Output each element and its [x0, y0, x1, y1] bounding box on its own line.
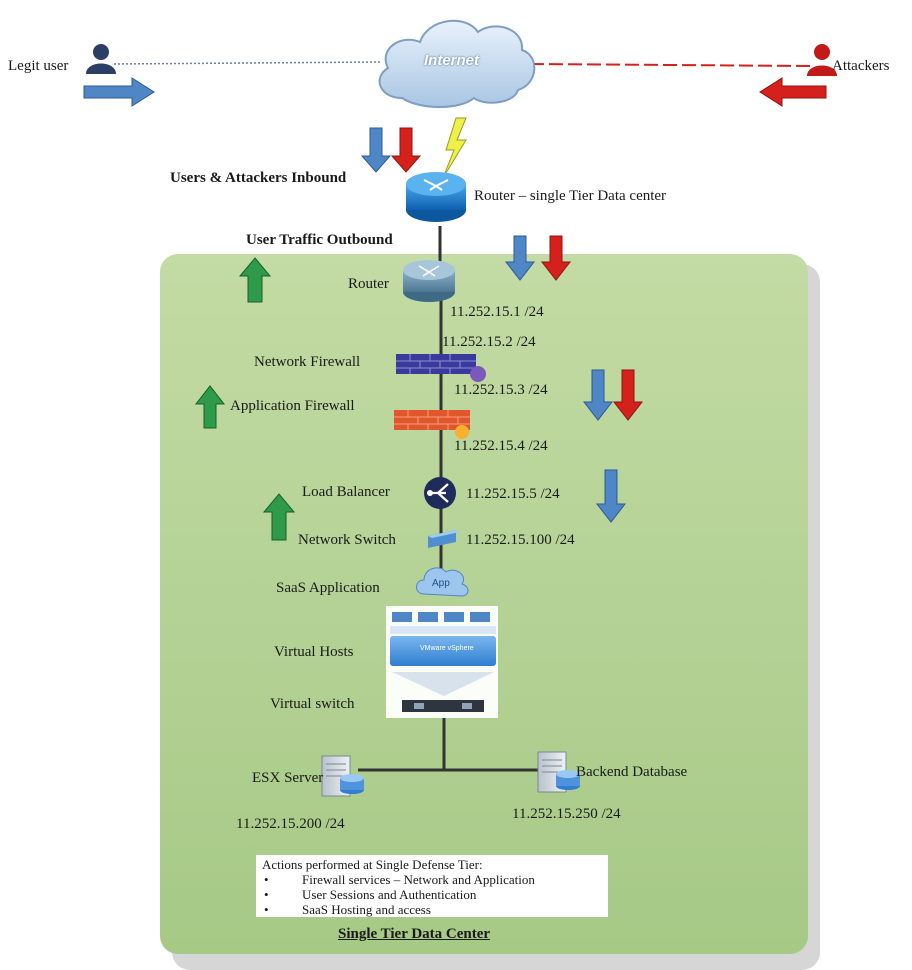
legit-user-label: Legit user: [8, 58, 69, 74]
actions-item: Firewall services – Network and Applicat…: [262, 872, 608, 887]
internet-label: Internet: [424, 52, 480, 69]
datacenter-title: Single Tier Data Center: [338, 926, 491, 942]
saas-app-icon-text: App: [432, 578, 450, 589]
backend-db-label: Backend Database: [576, 764, 688, 780]
outbound-label: User Traffic Outbound: [246, 232, 393, 248]
virtual-hosts-icon: [386, 606, 498, 718]
internet-cloud-icon: [378, 19, 536, 108]
inbound-legit-arrow: [360, 127, 392, 173]
router-top-icon: [406, 172, 466, 222]
router-ip: 11.252.15.1 /24: [450, 304, 544, 320]
network-firewall-ip: 11.252.15.2 /24: [442, 334, 536, 350]
attacker-icon: [807, 44, 837, 76]
network-switch-label: Network Switch: [298, 532, 396, 548]
outbound-arrow-lb: [262, 493, 296, 541]
actions-box: Actions performed at Single Defense Tier…: [256, 855, 608, 917]
attackers-label: Attackers: [832, 58, 890, 74]
lightning-icon: [442, 117, 467, 179]
virtual-switch-label: Virtual switch: [270, 696, 355, 712]
virtual-hosts-label: Virtual Hosts: [274, 644, 354, 660]
virtual-hosts-platform-text: VMware vSphere: [420, 645, 474, 652]
saas-app-icon: [416, 567, 469, 597]
load-balancer-icon: [424, 477, 456, 509]
esx-server-ip: 11.252.15.200 /24: [236, 816, 345, 832]
attacker-link: [529, 63, 813, 67]
router-top-label: Router – single Tier Data center: [474, 188, 667, 204]
inbound-attack-arrow: [390, 127, 422, 173]
application-firewall-ip-out: 11.252.15.4 /24: [454, 438, 548, 454]
saas-app-label: SaaS Application: [276, 580, 380, 596]
network-firewall-label: Network Firewall: [254, 354, 361, 370]
firewall-legit-arrow: [582, 369, 614, 421]
application-firewall-ip-in: 11.252.15.3 /24: [454, 382, 548, 398]
network-firewall-icon: [396, 354, 486, 382]
network-switch-ip: 11.252.15.100 /24: [466, 532, 575, 548]
router-icon: [403, 260, 455, 302]
actions-heading: Actions performed at Single Defense Tier…: [262, 857, 483, 872]
outbound-arrow-router: [238, 257, 272, 303]
router-label: Router: [348, 276, 389, 292]
backend-db-ip: 11.252.15.250 /24: [512, 806, 621, 822]
legit-inbound-arrow: [83, 77, 155, 107]
application-firewall-label: Application Firewall: [230, 398, 355, 414]
load-balancer-label: Load Balancer: [302, 484, 390, 500]
attacker-inbound-arrow: [759, 77, 827, 107]
application-firewall-icon: [394, 410, 470, 439]
router-legit-arrow: [504, 235, 536, 281]
legit-user-link: [113, 61, 381, 65]
network-switch-icon: [428, 530, 460, 548]
inbound-label: Users & Attackers Inbound: [170, 170, 347, 186]
router-attack-arrow: [540, 235, 572, 281]
legit-user-icon: [86, 44, 116, 74]
firewall-attack-arrow: [612, 369, 644, 421]
esx-server-icon: [321, 755, 364, 797]
actions-list: Firewall services – Network and Applicat…: [262, 872, 608, 917]
actions-item: User Sessions and Authentication: [262, 887, 608, 902]
backend-database-icon: [537, 751, 580, 793]
outbound-arrow-firewall: [194, 385, 226, 429]
actions-item: SaaS Hosting and access: [262, 902, 608, 917]
lb-legit-arrow: [595, 469, 627, 523]
esx-server-label: ESX Server: [252, 770, 324, 786]
load-balancer-ip: 11.252.15.5 /24: [466, 486, 560, 502]
